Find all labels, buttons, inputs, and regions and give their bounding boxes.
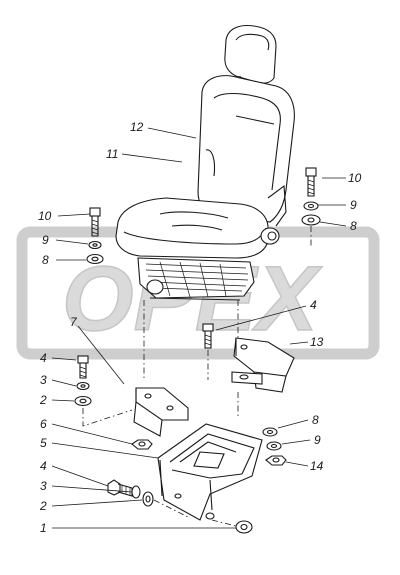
bolt-4-left xyxy=(77,355,89,379)
callout-14: 14 xyxy=(310,459,324,473)
callout-1: 1 xyxy=(40,521,47,535)
callout-9-bottom: 9 xyxy=(314,433,321,447)
washer-8-left xyxy=(86,253,104,265)
callout-9-right: 9 xyxy=(350,198,357,212)
base-frame-5 xyxy=(157,423,263,521)
nut-6 xyxy=(131,439,153,450)
callout-4-bottom: 4 xyxy=(40,459,47,473)
headrest xyxy=(224,24,277,84)
callout-10-right: 10 xyxy=(348,171,362,185)
callout-labels: 12 11 10 9 8 10 9 8 7 4 13 4 3 2 6 5 8 9… xyxy=(38,120,362,535)
bracket-7 xyxy=(135,387,189,421)
callout-4-left: 4 xyxy=(40,351,47,365)
washer-3-left xyxy=(76,381,90,391)
callout-2-left: 2 xyxy=(39,393,47,407)
bolt-10-right xyxy=(305,167,317,197)
washer-8-bottom xyxy=(262,427,278,437)
washer-8-right xyxy=(301,214,321,226)
callout-8-right: 8 xyxy=(350,219,357,233)
washer-9-right xyxy=(303,201,319,211)
callout-3-bottom: 3 xyxy=(40,479,47,493)
suspension-knob xyxy=(146,279,164,295)
washer-9-left xyxy=(88,240,102,250)
callout-2-bottom: 2 xyxy=(39,499,47,513)
leader-lines xyxy=(51,127,347,529)
bolt-4-center xyxy=(202,323,214,349)
seat-assembly xyxy=(115,24,295,301)
nut-1 xyxy=(235,520,253,534)
callout-12: 12 xyxy=(130,120,144,134)
washer-9-bottom xyxy=(266,441,282,451)
recline-knob xyxy=(260,227,280,245)
callout-6: 6 xyxy=(40,417,47,431)
callout-5: 5 xyxy=(40,436,47,450)
callout-4-center: 4 xyxy=(310,298,317,312)
backrest-12 xyxy=(197,75,295,223)
callout-9-left: 9 xyxy=(42,233,49,247)
bolt-4-bottom xyxy=(107,479,133,497)
washer-2-bottom xyxy=(142,491,154,507)
bolt-10-left xyxy=(89,207,101,237)
callout-8-left: 8 xyxy=(42,253,49,267)
callout-11: 11 xyxy=(106,147,118,161)
callout-8-bottom: 8 xyxy=(312,413,319,427)
seat-cushion-11 xyxy=(115,197,269,259)
callout-3-left: 3 xyxy=(40,373,47,387)
callout-13: 13 xyxy=(310,335,324,349)
nut-14 xyxy=(265,455,287,466)
washer-3-bottom xyxy=(131,485,141,499)
callout-10-left: 10 xyxy=(38,209,52,223)
washer-2-left xyxy=(74,395,92,407)
callout-7: 7 xyxy=(70,315,78,329)
